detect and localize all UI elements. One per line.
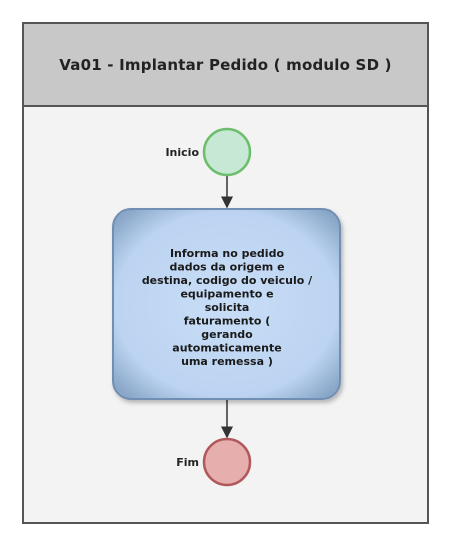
pool-title: Va01 - Implantar Pedido ( modulo SD )	[59, 55, 392, 74]
start-event[interactable]	[202, 127, 252, 177]
end-event[interactable]	[202, 437, 252, 487]
task-text-line: faturamento (	[184, 315, 271, 328]
task-text-line: automaticamente	[172, 342, 281, 355]
task-text-line: destina, codigo do veiculo /	[142, 274, 313, 287]
task-text-line: uma remessa )	[181, 355, 273, 368]
task-text-line: Informa no pedido	[170, 247, 284, 260]
task-text-line: solicita	[205, 301, 250, 314]
task-text-line: gerando	[201, 328, 253, 341]
pool-header: Va01 - Implantar Pedido ( modulo SD )	[24, 24, 427, 107]
task-text-line: equipamento e	[180, 288, 273, 301]
start-event-label: Inicio	[165, 146, 199, 159]
end-event-label: Fim	[176, 456, 199, 469]
task-text-line: dados da origem e	[169, 261, 284, 274]
